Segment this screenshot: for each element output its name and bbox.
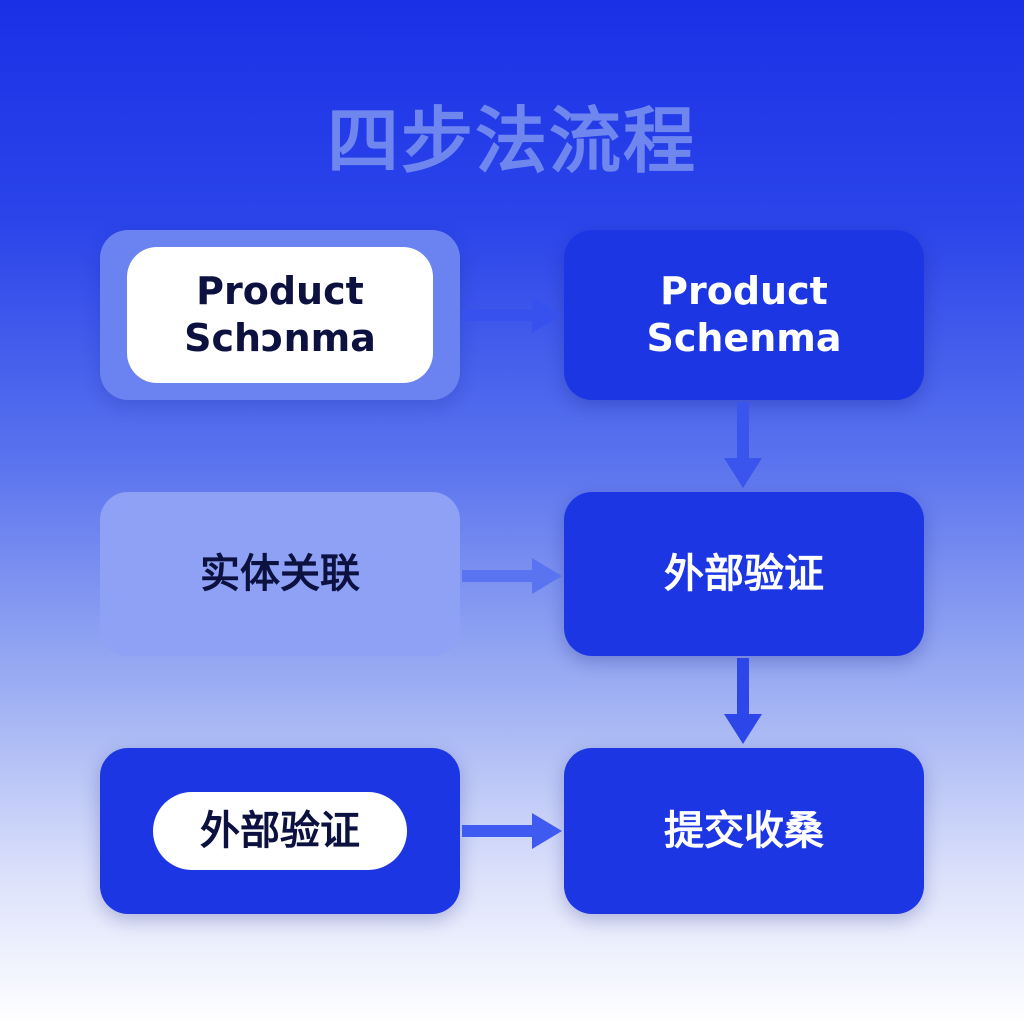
arrow-bottom-left-to-bottom-right — [462, 813, 562, 849]
node-bottom-left: 外部验证 — [100, 748, 460, 914]
arrow-top-right-to-middle-right — [724, 402, 762, 488]
node-bottom-left-label: 外部验证 — [153, 792, 407, 870]
node-top-left: Product Schɔnma — [100, 230, 460, 400]
arrow-top-left-to-top-right — [462, 297, 562, 333]
diagram-title: 四步法流程 — [326, 99, 697, 183]
node-bottom-right: 提交收桑 — [564, 748, 924, 914]
arrow-middle-left-to-middle-right — [462, 558, 562, 594]
node-top-left-label: Product Schɔnma — [127, 247, 433, 383]
node-middle-left: 实体关联 — [100, 492, 460, 656]
arrow-middle-right-to-bottom-right — [724, 658, 762, 744]
node-top-right: Product Schenma — [564, 230, 924, 400]
node-middle-right: 外部验证 — [564, 492, 924, 656]
